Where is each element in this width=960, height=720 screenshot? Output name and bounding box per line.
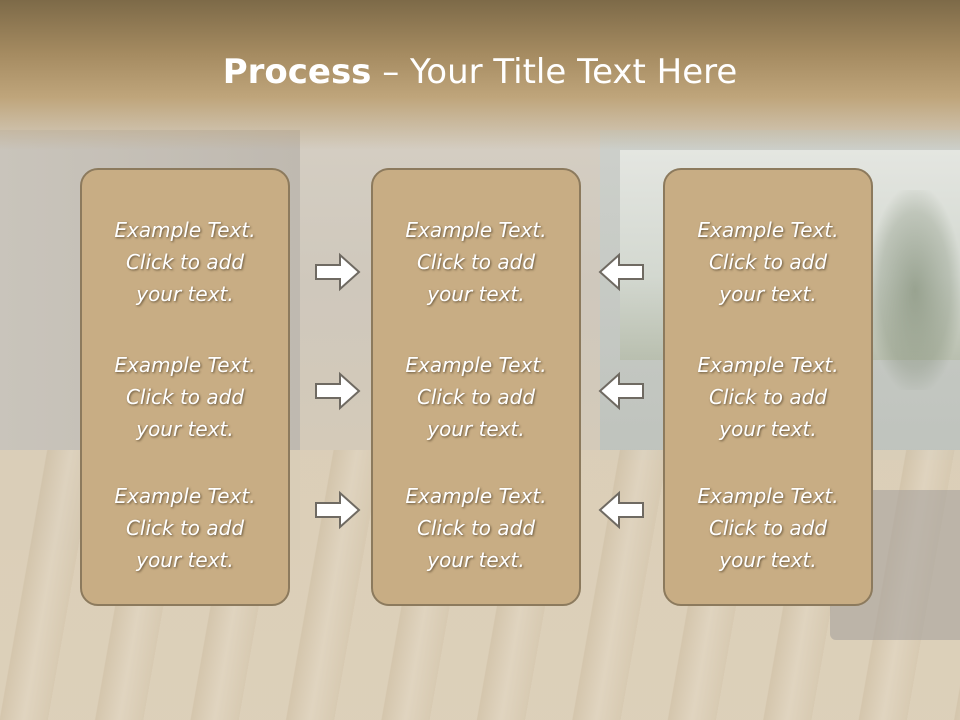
title-rest: – Your Title Text Here <box>371 52 738 92</box>
arrow-right-icon <box>315 252 361 292</box>
panel-3-text-3[interactable]: Example Text. Click to add your text. <box>697 484 839 572</box>
arrow-left-icon <box>598 252 644 292</box>
slide-title[interactable]: Process – Your Title Text Here <box>0 52 960 92</box>
process-panel-2[interactable]: Example Text. Click to add your text. Ex… <box>371 168 581 606</box>
panel-3-text-1[interactable]: Example Text. Click to add your text. <box>697 218 839 306</box>
panel-1-text-1[interactable]: Example Text. Click to add your text. <box>114 218 256 306</box>
process-panel-1[interactable]: Example Text. Click to add your text. Ex… <box>80 168 290 606</box>
panel-2-text-3[interactable]: Example Text. Click to add your text. <box>405 484 547 572</box>
background-plant <box>870 190 960 390</box>
arrow-right-icon <box>315 371 361 411</box>
title-band <box>0 0 960 150</box>
panel-3-text-2[interactable]: Example Text. Click to add your text. <box>697 353 839 441</box>
arrow-left-icon <box>598 490 644 530</box>
arrow-right-icon <box>315 490 361 530</box>
arrow-left-icon <box>598 371 644 411</box>
panel-2-text-2[interactable]: Example Text. Click to add your text. <box>405 353 547 441</box>
panel-1-text-2[interactable]: Example Text. Click to add your text. <box>114 353 256 441</box>
process-panel-3[interactable]: Example Text. Click to add your text. Ex… <box>663 168 873 606</box>
panel-1-text-3[interactable]: Example Text. Click to add your text. <box>114 484 256 572</box>
title-bold: Process <box>222 52 372 92</box>
panel-2-text-1[interactable]: Example Text. Click to add your text. <box>405 218 547 306</box>
